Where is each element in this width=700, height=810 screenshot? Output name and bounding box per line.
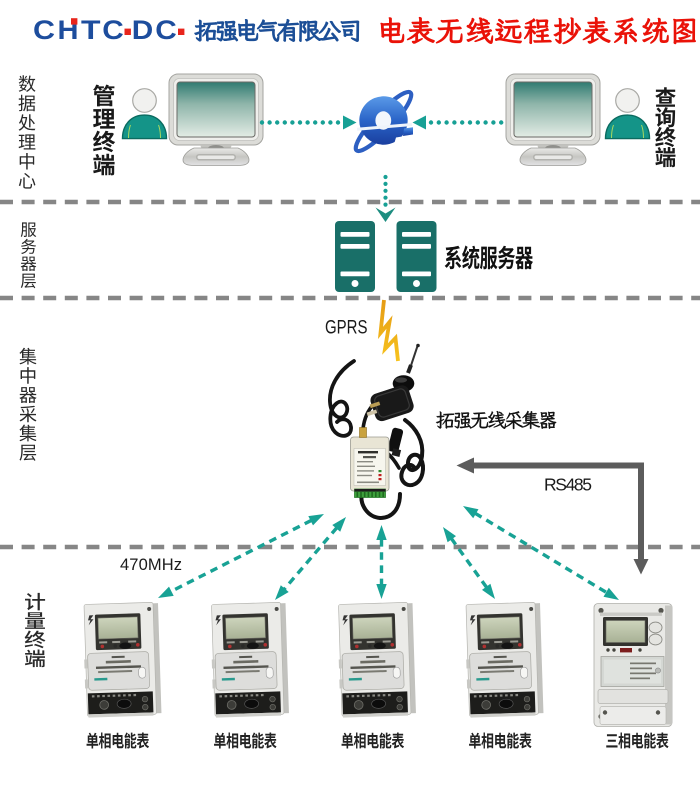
svg-text:C: C: [33, 15, 55, 45]
svg-text:GPRS: GPRS: [325, 317, 368, 339]
svg-text:RS485: RS485: [544, 475, 592, 495]
svg-text:C: C: [102, 15, 124, 45]
svg-text:T: T: [81, 15, 101, 45]
svg-text:470MHz: 470MHz: [120, 556, 182, 574]
svg-text:D: D: [132, 15, 154, 45]
svg-text:C: C: [155, 15, 177, 45]
